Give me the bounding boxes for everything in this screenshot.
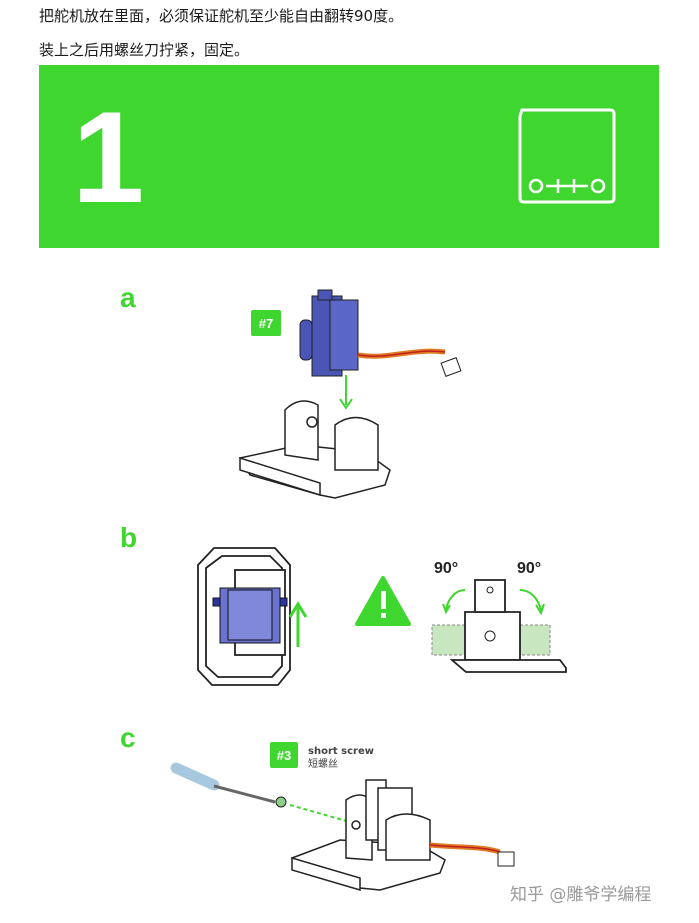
step-b-letter: b xyxy=(120,522,138,553)
watermark: 知乎 @雕爷学编程 xyxy=(510,885,652,905)
screwdriver xyxy=(170,762,276,804)
assembly-c xyxy=(290,779,446,892)
angle-right-label: 90° xyxy=(517,560,542,577)
step-banner xyxy=(39,65,659,248)
screw-label-zh: 短螺丝 xyxy=(308,759,338,770)
angle-left-label: 90° xyxy=(434,560,459,577)
servo-illustration-a xyxy=(299,289,462,377)
step-c-letter: c xyxy=(120,722,136,753)
bracket-rotation-view xyxy=(431,579,567,673)
part-badge-3: #3 xyxy=(270,742,298,768)
part-badge-7: #7 xyxy=(251,310,281,336)
otto-logo xyxy=(518,108,616,204)
base-bracket-a xyxy=(238,400,391,499)
instruction-line-1: 把舵机放在里面，必须保证舵机至少能自由翻转90度。 xyxy=(39,7,404,25)
step-a-letter: a xyxy=(120,282,136,313)
screw-label-en: short screw xyxy=(308,746,374,757)
step-number: 1 xyxy=(72,84,145,230)
instruction-line-2: 装上之后用螺丝刀拧紧，固定。 xyxy=(39,41,250,59)
warning-icon xyxy=(355,576,411,626)
